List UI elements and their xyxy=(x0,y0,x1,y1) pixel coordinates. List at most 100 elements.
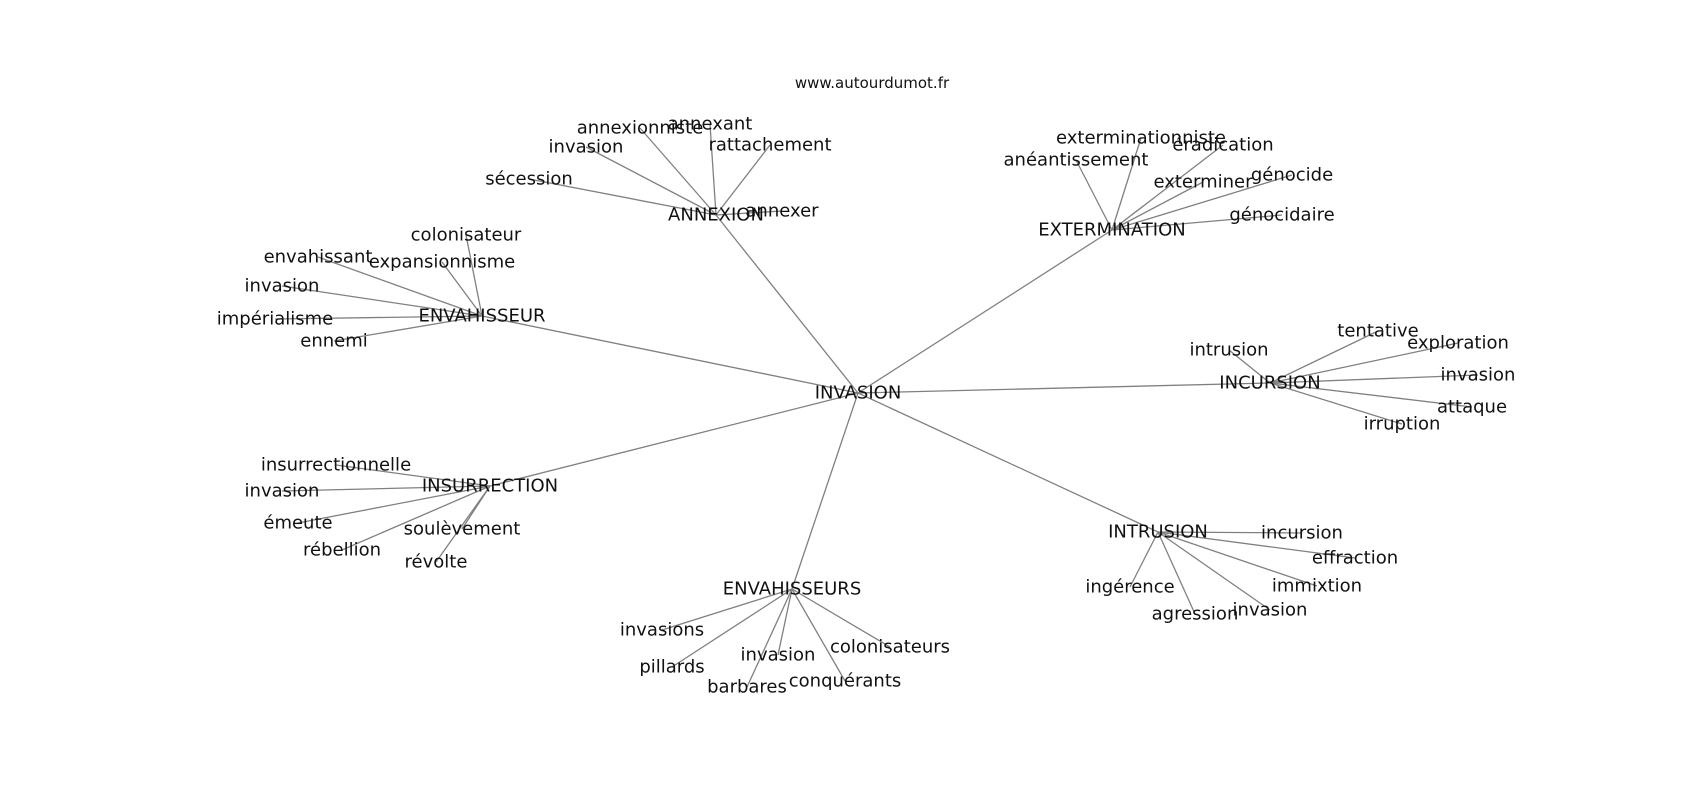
edge-envahisseurs-4 xyxy=(791,588,846,682)
edge-annexion-2 xyxy=(639,127,717,216)
leaf-node-label[interactable]: annexionniste xyxy=(577,118,704,139)
edge-insurrection-3 xyxy=(341,485,491,551)
edge-annexion-5 xyxy=(715,210,783,216)
edge-extermination-0 xyxy=(1075,159,1113,231)
cluster-node-label[interactable]: INTRUSION xyxy=(1108,522,1208,543)
leaf-node-label[interactable]: éradication xyxy=(1172,135,1273,156)
edge-annexion-3 xyxy=(709,123,717,216)
center-node-label[interactable]: INVASION xyxy=(815,383,902,404)
cluster-node-label[interactable]: INSURRECTION xyxy=(422,476,558,497)
edge-annexion-0 xyxy=(528,178,717,216)
leaf-node-label[interactable]: barbares xyxy=(707,677,787,698)
leaf-node-label[interactable]: tentative xyxy=(1337,321,1418,342)
leaf-node-label[interactable]: conquérants xyxy=(789,671,902,692)
leaf-node-label[interactable]: immixtion xyxy=(1272,576,1362,597)
leaf-node-label[interactable]: invasion xyxy=(1441,365,1516,386)
edge-center-incursion xyxy=(857,382,1271,394)
leaf-node-label[interactable]: envahissant xyxy=(264,247,373,268)
labels: www.autourdumot.fr INVASION ANNEXION séces… xyxy=(217,74,1516,698)
leaf-node-label[interactable]: rattachement xyxy=(708,135,831,156)
leaf-node-label[interactable]: effraction xyxy=(1312,548,1398,569)
leaf-node-label[interactable]: invasion xyxy=(1233,600,1308,621)
edge-intrusion-1 xyxy=(1157,531,1356,559)
leaf-node-label[interactable]: exploration xyxy=(1407,333,1509,354)
leaf-node-label[interactable]: pillards xyxy=(639,657,704,678)
edge-extermination-5 xyxy=(1111,214,1283,231)
leaf-node-label[interactable]: sécession xyxy=(485,169,573,190)
leaf-node-label[interactable]: insurrectionnelle xyxy=(261,455,411,476)
leaf-node-label[interactable]: invasion xyxy=(245,481,320,502)
edge-incursion-0 xyxy=(1228,349,1271,384)
edge-insurrection-5 xyxy=(435,485,491,563)
edge-center-extermination xyxy=(857,229,1113,394)
edge-center-envahisseurs xyxy=(791,392,859,590)
leaf-node-label[interactable]: soulèvement xyxy=(404,519,521,540)
leaf-node-label[interactable]: invasion xyxy=(549,137,624,158)
edge-envahisseurs-5 xyxy=(791,588,891,648)
leaf-node-label[interactable]: agression xyxy=(1152,604,1239,625)
edge-incursion-4 xyxy=(1269,382,1473,408)
leaf-node-label[interactable]: ennemi xyxy=(300,331,368,352)
edges xyxy=(274,123,1479,688)
edge-center-envahisseur xyxy=(481,315,859,394)
edge-intrusion-0 xyxy=(1157,531,1303,534)
edge-insurrection-0 xyxy=(335,464,491,487)
leaf-node-label[interactable]: intrusion xyxy=(1189,340,1268,361)
edge-incursion-5 xyxy=(1269,382,1403,425)
edge-annexion-4 xyxy=(715,144,771,216)
edge-insurrection-2 xyxy=(297,485,491,524)
leaf-node-label[interactable]: invasion xyxy=(245,276,320,297)
edge-intrusion-3 xyxy=(1129,531,1159,588)
leaf-node-label[interactable]: attaque xyxy=(1437,397,1507,418)
leaf-node-label[interactable]: émeute xyxy=(263,513,332,534)
edge-extermination-2 xyxy=(1111,144,1224,231)
edge-insurrection-1 xyxy=(281,485,491,492)
leaf-node-label[interactable]: incursion xyxy=(1261,523,1343,544)
cluster-node-label[interactable]: ANNEXION xyxy=(668,205,764,226)
leaf-node-label[interactable]: irruption xyxy=(1364,414,1441,435)
edge-envahisseur-3 xyxy=(281,285,483,317)
leaf-node-label[interactable]: invasions xyxy=(620,620,704,641)
leaf-node-label[interactable]: génocidaire xyxy=(1229,205,1334,226)
edge-extermination-4 xyxy=(1111,174,1293,231)
edge-intrusion-4 xyxy=(1157,531,1196,615)
edge-envahisseur-0 xyxy=(465,234,483,317)
edge-extermination-1 xyxy=(1111,137,1142,231)
edge-envahisseurs-3 xyxy=(746,588,793,688)
edge-intrusion-2 xyxy=(1157,531,1318,587)
leaf-node-label[interactable]: annexant xyxy=(668,114,753,135)
cluster-node-label[interactable]: ENVAHISSEUR xyxy=(418,306,545,327)
leaf-node-label[interactable]: rébellion xyxy=(303,540,381,561)
leaf-node-label[interactable]: annexer xyxy=(745,201,819,222)
edge-incursion-3 xyxy=(1269,374,1479,384)
leaf-node-label[interactable]: impérialisme xyxy=(217,309,333,330)
leaf-node-label[interactable]: exterminer xyxy=(1153,172,1253,193)
edge-envahisseurs-2 xyxy=(777,588,793,656)
edge-center-intrusion xyxy=(857,392,1159,533)
leaf-node-label[interactable]: anéantissement xyxy=(1004,150,1149,171)
edge-intrusion-5 xyxy=(1157,531,1271,611)
leaf-node-label[interactable]: invasion xyxy=(741,645,816,666)
edge-envahisseur-1 xyxy=(317,256,483,317)
source-credit: www.autourdumot.fr xyxy=(795,74,950,92)
edge-envahisseur-2 xyxy=(441,261,483,317)
leaf-node-label[interactable]: génocide xyxy=(1251,165,1333,186)
leaf-node-label[interactable]: colonisateur xyxy=(411,225,522,246)
edge-center-insurrection xyxy=(489,392,859,487)
edge-incursion-2 xyxy=(1269,342,1459,384)
edge-envahisseurs-1 xyxy=(671,588,793,668)
cluster-node-label[interactable]: ENVAHISSEURS xyxy=(723,579,862,600)
leaf-node-label[interactable]: révolte xyxy=(405,552,468,573)
leaf-node-label[interactable]: colonisateurs xyxy=(830,637,950,658)
edge-envahisseur-5 xyxy=(333,315,483,342)
leaf-node-label[interactable]: ingérence xyxy=(1085,577,1174,598)
cluster-node-label[interactable]: EXTERMINATION xyxy=(1038,220,1185,241)
edge-incursion-1 xyxy=(1269,330,1379,384)
edge-annexion-1 xyxy=(585,146,717,216)
cluster-node-label[interactable]: INCURSION xyxy=(1219,373,1320,394)
leaf-node-label[interactable]: exterminationniste xyxy=(1056,128,1226,149)
edge-extermination-3 xyxy=(1111,181,1204,231)
edge-envahisseurs-0 xyxy=(661,588,793,631)
leaf-node-label[interactable]: expansionnisme xyxy=(369,252,515,273)
